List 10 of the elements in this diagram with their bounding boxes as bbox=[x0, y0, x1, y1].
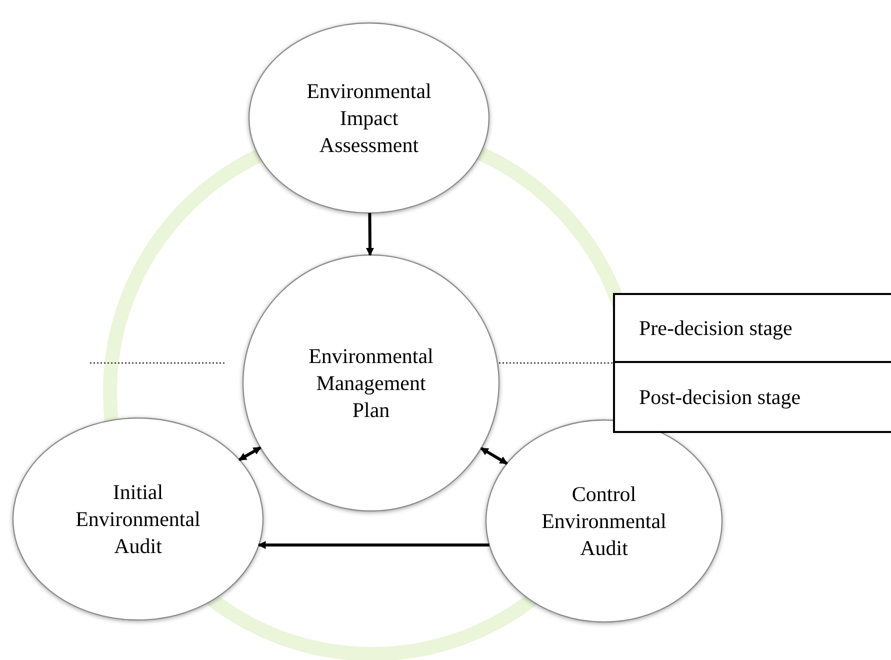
node-label: Environmental Management Plan bbox=[308, 342, 434, 424]
arrow bbox=[258, 541, 490, 549]
node-label: Post-decision stage bbox=[639, 384, 801, 410]
arrow bbox=[480, 446, 508, 465]
node-label: Environmental Impact Assessment bbox=[306, 78, 432, 158]
arrow bbox=[238, 446, 262, 462]
node-label: Control Environmental Audit bbox=[540, 480, 668, 562]
node-label: Pre-decision stage bbox=[639, 314, 792, 342]
arrow bbox=[366, 212, 374, 256]
node-label: Initial Environmental Audit bbox=[74, 478, 202, 560]
